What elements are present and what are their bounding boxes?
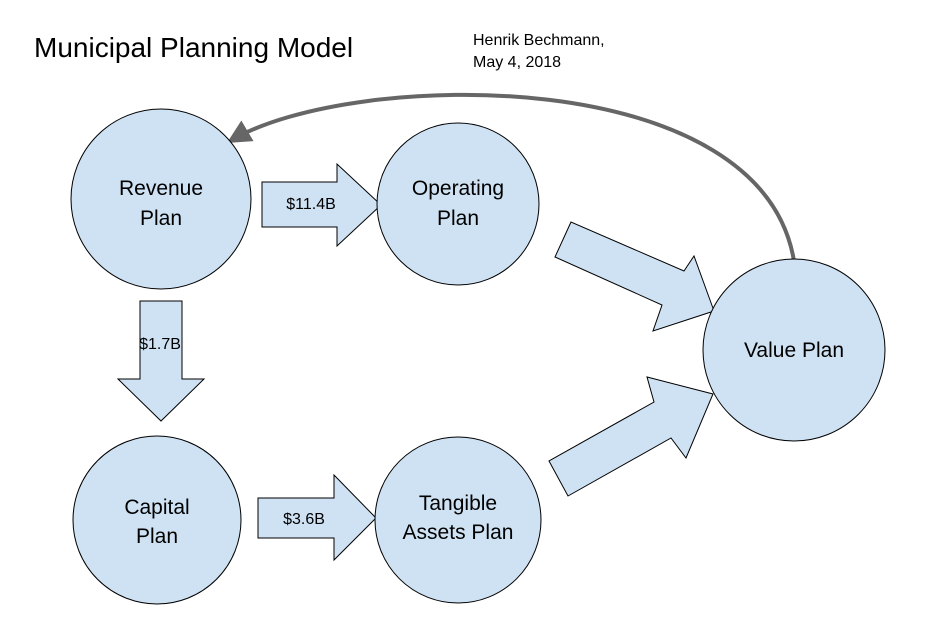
node-tangible-assets-plan-label-line1: Tangible (419, 492, 497, 515)
node-operating-plan (376, 122, 540, 286)
node-capital-plan-label-line2: Plan (136, 525, 178, 548)
flow-arrow-operating-to-value (554, 221, 715, 332)
flow-arrow-revenue-to-capital (116, 300, 206, 422)
node-revenue-plan-label-line2: Plan (140, 207, 182, 230)
feedback-arrow-value-to-revenue (226, 92, 797, 269)
author-name: Henrik Bechmann, (473, 32, 605, 49)
flow-arrow-revenue-to-operating (261, 162, 382, 248)
node-value-plan (702, 258, 886, 442)
flow-label-revenue-to-operating: $11.4B (286, 196, 336, 213)
node-operating-plan-label-line2: Plan (437, 207, 479, 230)
flow-label-capital-to-tangible: $3.6B (283, 511, 325, 528)
author-date: May 4, 2018 (473, 54, 561, 71)
node-tangible-assets-plan-label-line2: Assets Plan (403, 521, 514, 544)
node-value-plan-label: Value Plan (744, 339, 844, 362)
node-revenue-plan-label-line1: Revenue (119, 177, 203, 200)
node-operating-plan-label-line1: Operating (412, 177, 504, 200)
node-tangible-assets-plan (374, 436, 542, 604)
flow-label-revenue-to-capital: $1.7B (139, 336, 181, 353)
node-capital-plan (72, 435, 242, 605)
node-revenue-plan (70, 108, 252, 290)
flow-arrow-capital-to-tangible (257, 473, 377, 562)
diagram-title: Municipal Planning Model (34, 32, 353, 63)
flow-arrow-tangible-to-value (548, 376, 714, 497)
node-capital-plan-label-line1: Capital (124, 496, 189, 519)
